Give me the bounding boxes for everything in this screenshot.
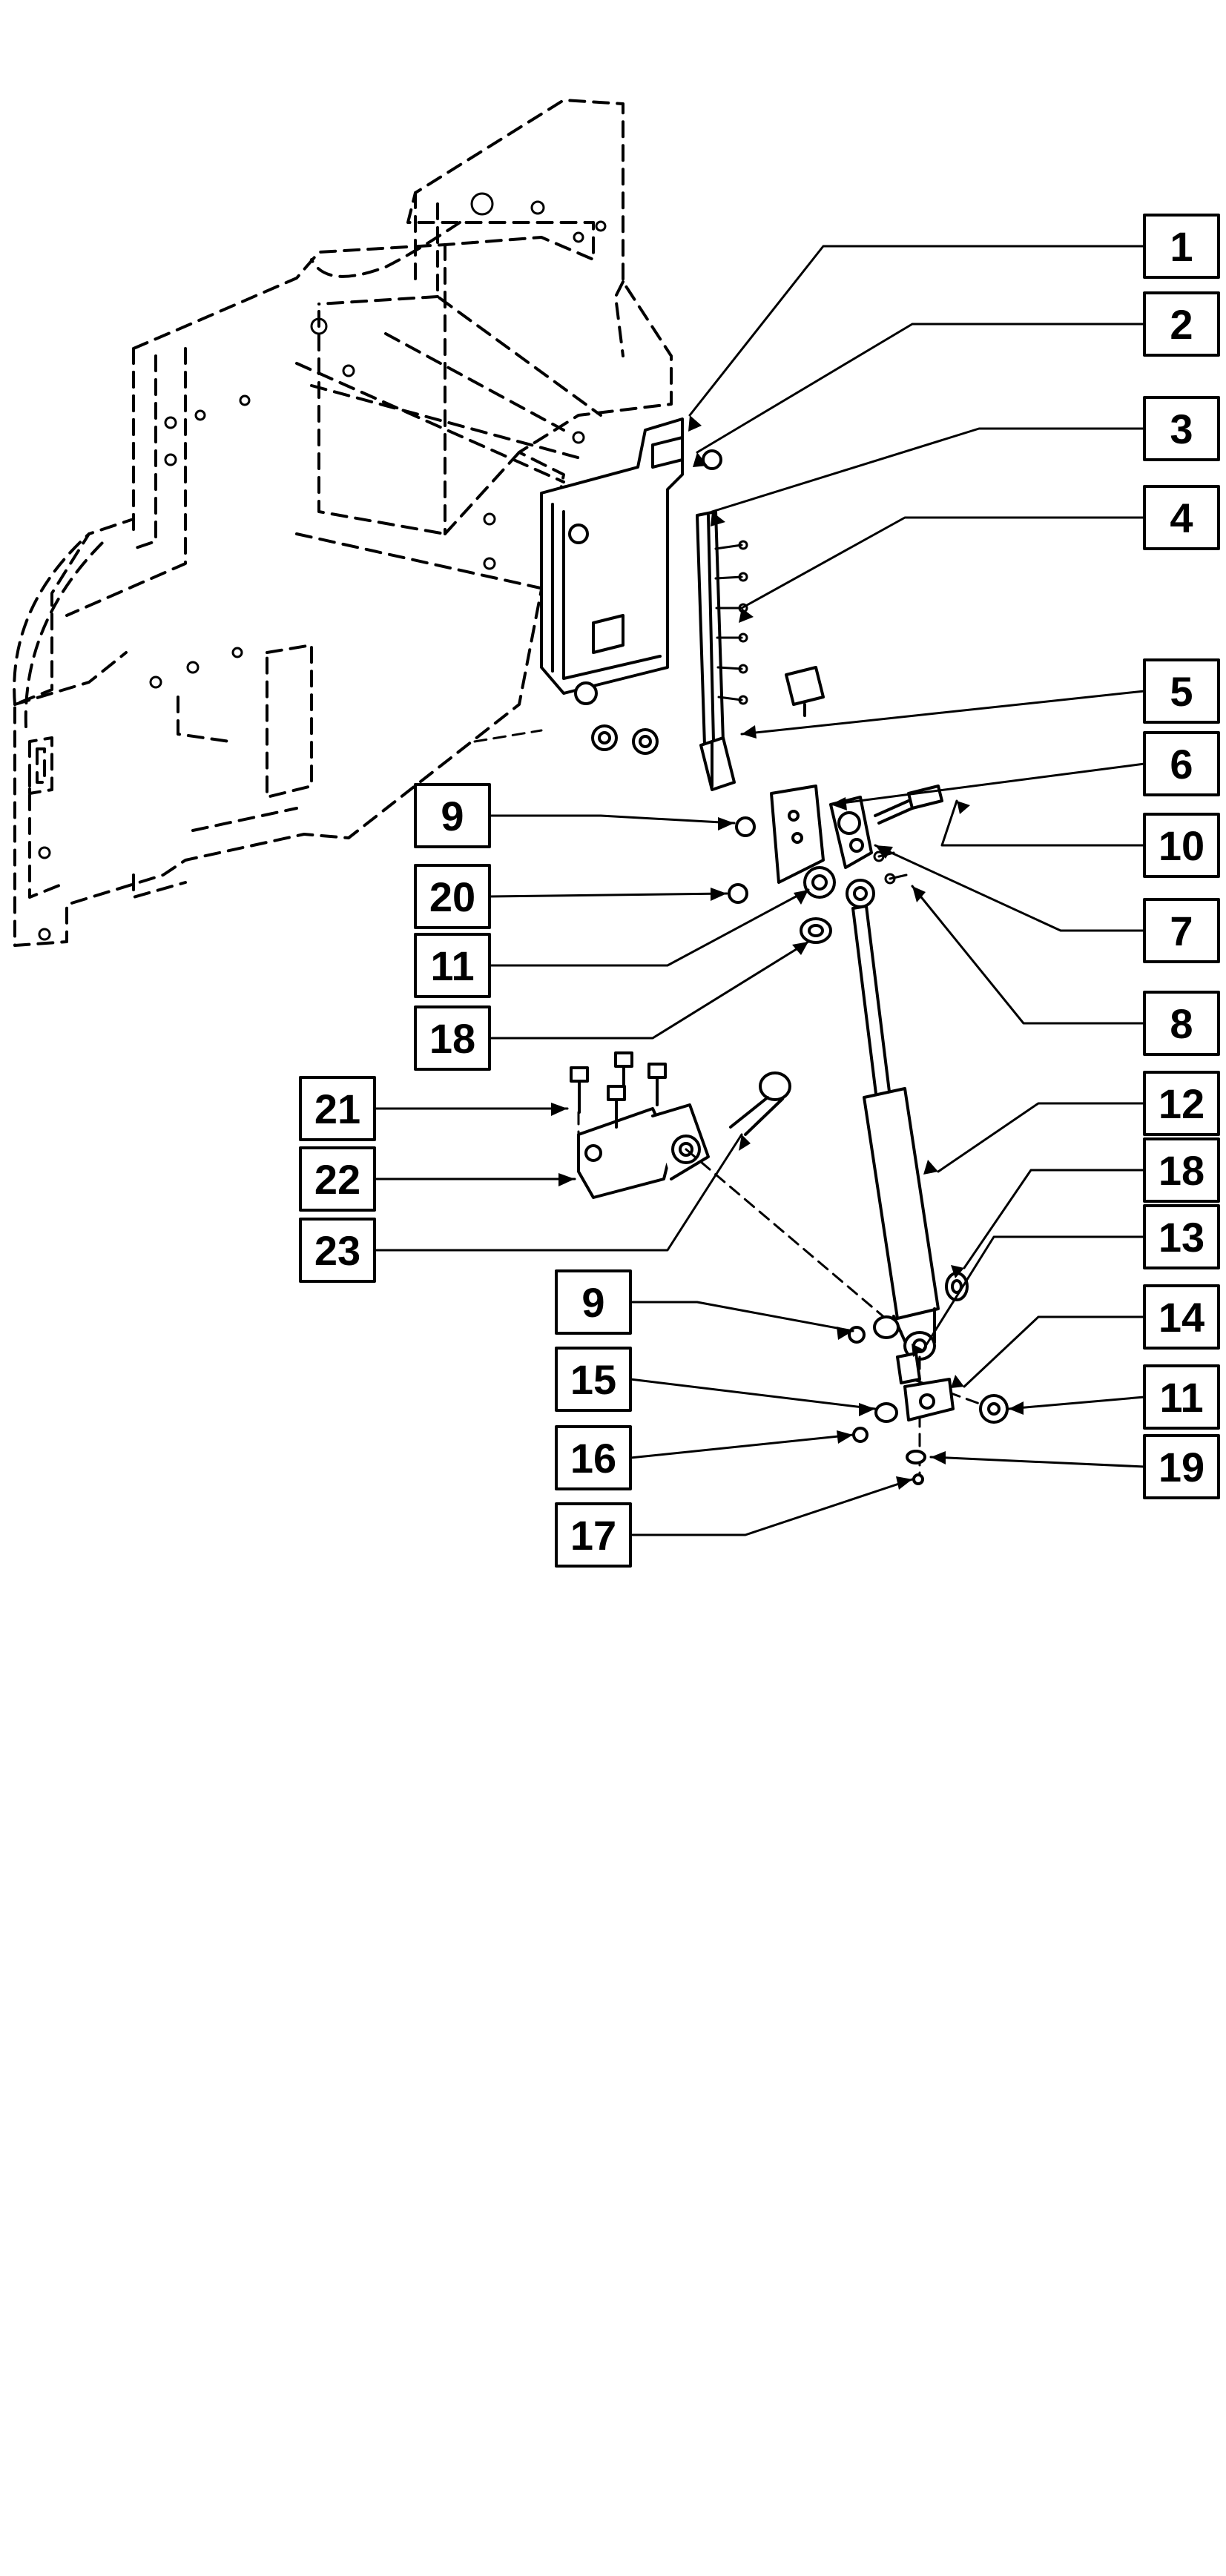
callout-9-lower-text: 9 bbox=[581, 1279, 604, 1326]
lower-clamp-hardware bbox=[848, 1315, 1009, 1485]
callout-14: 14 bbox=[1143, 1284, 1220, 1350]
callout-11-right: 11 bbox=[1143, 1364, 1220, 1430]
callout-2-text: 2 bbox=[1170, 301, 1193, 348]
callout-1: 1 bbox=[1143, 214, 1220, 279]
callout-19-text: 19 bbox=[1159, 1444, 1204, 1490]
callout-18-left-text: 18 bbox=[429, 1015, 475, 1062]
leader-lines bbox=[373, 245, 1146, 1536]
slide-rail bbox=[696, 510, 725, 747]
clevis-plate-6 bbox=[770, 785, 873, 884]
callout-15-text: 15 bbox=[570, 1356, 616, 1403]
washer-18-lower bbox=[945, 1272, 969, 1301]
callout-12-text: 12 bbox=[1159, 1080, 1204, 1127]
callout-18-right: 18 bbox=[1143, 1137, 1220, 1203]
callout-17: 17 bbox=[555, 1502, 632, 1568]
callout-7-text: 7 bbox=[1170, 908, 1193, 954]
callout-11-left-text: 11 bbox=[430, 942, 474, 989]
callout-4-text: 4 bbox=[1170, 495, 1193, 541]
callout-18-right-text: 18 bbox=[1159, 1147, 1204, 1194]
callout-20-text: 20 bbox=[429, 873, 475, 920]
leader-arrowheads bbox=[551, 415, 1024, 1490]
callout-14-text: 14 bbox=[1159, 1294, 1204, 1341]
background-frame-dashed bbox=[13, 99, 673, 947]
callout-11-right-text: 11 bbox=[1159, 1374, 1203, 1421]
callout-16: 16 bbox=[555, 1425, 632, 1490]
frame-holes bbox=[38, 192, 607, 941]
callout-15: 15 bbox=[555, 1347, 632, 1412]
hardware-9-20-11-18 bbox=[728, 816, 836, 944]
gas-spring-12 bbox=[846, 879, 940, 1361]
callout-23: 23 bbox=[299, 1218, 376, 1283]
callout-21-text: 21 bbox=[314, 1086, 360, 1132]
callout-7: 7 bbox=[1143, 898, 1220, 963]
callout-2: 2 bbox=[1143, 291, 1220, 357]
callout-9-lower: 9 bbox=[555, 1269, 632, 1335]
callout-labels: 1 2 3 4 5 6 10 7 8 12 18 13 14 11 19 9 2… bbox=[299, 214, 1220, 1568]
lower-bracket-22 bbox=[577, 1103, 710, 1199]
callout-17-text: 17 bbox=[570, 1512, 616, 1559]
callout-18-left: 18 bbox=[414, 1005, 491, 1071]
callout-9-upper-text: 9 bbox=[441, 793, 464, 839]
bracket-screws bbox=[568, 449, 722, 755]
callout-5: 5 bbox=[1143, 658, 1220, 724]
sensor-bracket-5 bbox=[699, 736, 736, 791]
callout-9-upper: 9 bbox=[414, 783, 491, 848]
mounting-bracket-plate bbox=[540, 417, 684, 695]
callout-22: 22 bbox=[299, 1146, 376, 1212]
callout-11-left: 11 bbox=[414, 933, 491, 998]
shoulder-bolt-23 bbox=[729, 1071, 791, 1136]
callout-6-text: 6 bbox=[1170, 741, 1193, 787]
callout-4: 4 bbox=[1143, 485, 1220, 550]
callout-3: 3 bbox=[1143, 396, 1220, 461]
callout-3-text: 3 bbox=[1170, 406, 1193, 452]
callout-6: 6 bbox=[1143, 731, 1220, 796]
callout-5-text: 5 bbox=[1170, 668, 1193, 715]
callout-20: 20 bbox=[414, 864, 491, 929]
callout-8: 8 bbox=[1143, 991, 1220, 1056]
callout-19: 19 bbox=[1143, 1434, 1220, 1499]
callout-10: 10 bbox=[1143, 813, 1220, 878]
callout-16-text: 16 bbox=[570, 1435, 616, 1482]
cap-screws-21 bbox=[570, 1051, 667, 1129]
callout-10-text: 10 bbox=[1159, 822, 1204, 869]
micro-switch bbox=[785, 666, 825, 717]
callout-23-text: 23 bbox=[314, 1227, 360, 1274]
callout-8-text: 8 bbox=[1170, 1000, 1193, 1047]
callout-1-text: 1 bbox=[1170, 223, 1193, 270]
callout-21: 21 bbox=[299, 1076, 376, 1141]
callout-13-text: 13 bbox=[1159, 1214, 1204, 1261]
callout-13: 13 bbox=[1143, 1204, 1220, 1269]
callout-22-text: 22 bbox=[314, 1156, 360, 1203]
callout-12: 12 bbox=[1143, 1071, 1220, 1136]
